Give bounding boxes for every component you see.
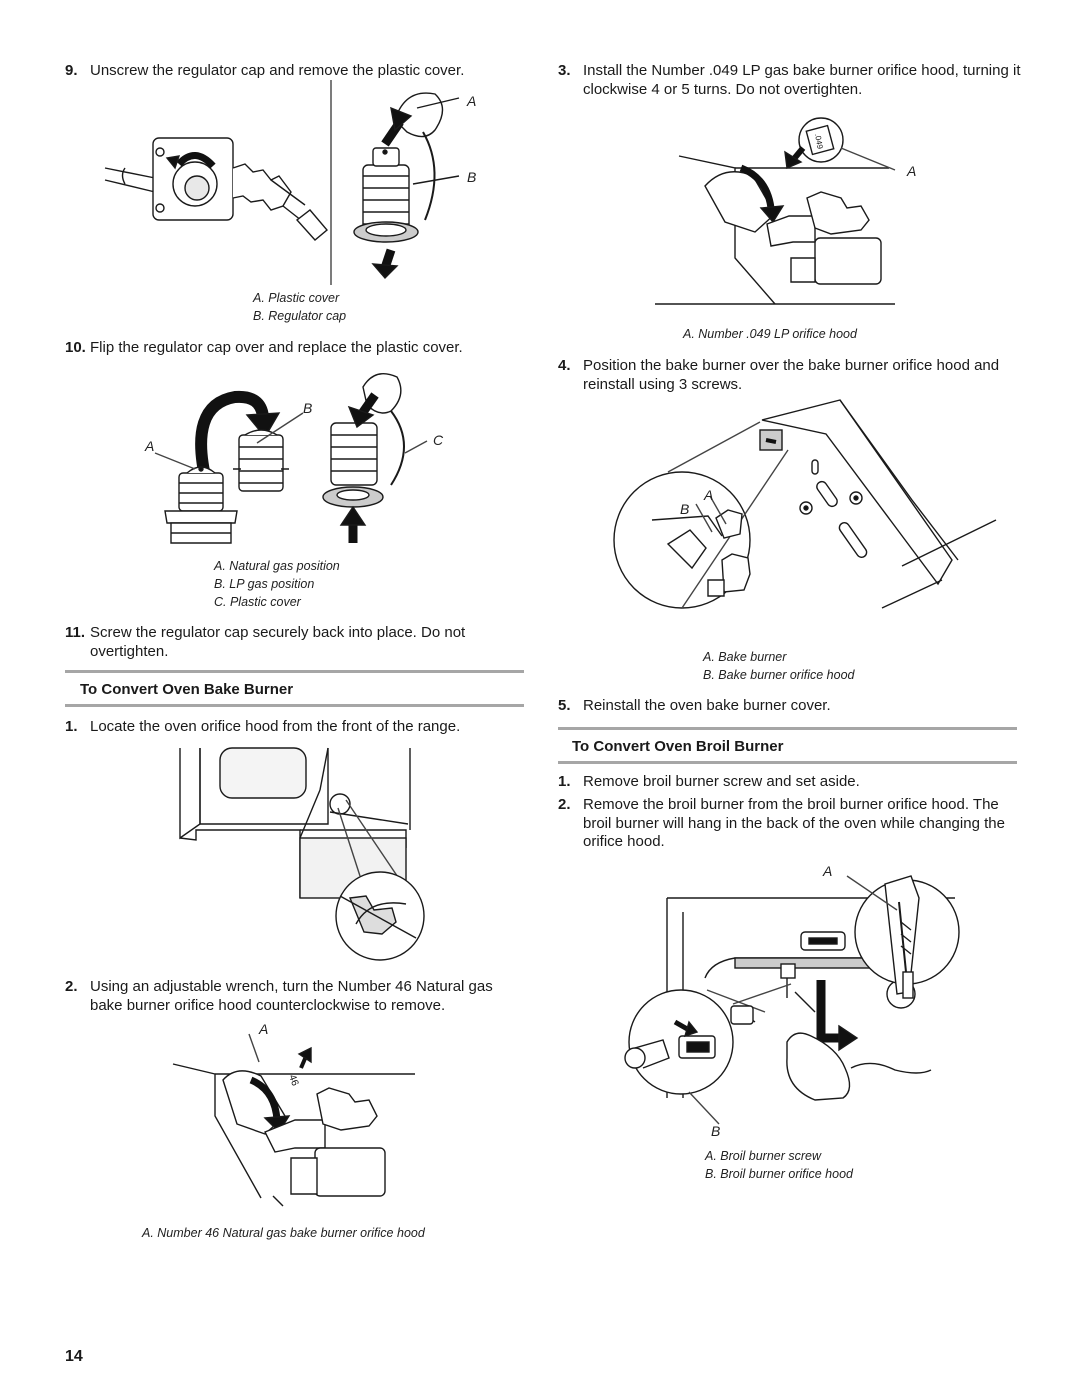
caption-line: A. Plastic cover [253,291,340,305]
step-number: 1. [65,718,78,735]
figure-caption: A. Natural gas position B. LP gas positi… [214,557,340,611]
bake-step-1: 1. Locate the oven orifice hood from the… [65,718,525,737]
step-9: 9. Unscrew the regulator cap and remove … [65,62,525,81]
section-rule-bottom [558,761,1017,764]
bake-step-4: 4. Position the bake burner over the bak… [558,357,1023,394]
bake-step-3: 3. Install the Number .049 LP gas bake b… [558,62,1023,99]
figure-caption: A. Bake burner B. Bake burner orifice ho… [703,648,854,684]
figure-range-front [179,747,425,961]
caption-line: A. Broil burner screw [705,1149,822,1163]
step-text: Remove the broil burner from the broil b… [583,796,1005,850]
figure-install-049-orifice-hood: .049 A [655,117,916,305]
callout-b: B [680,501,689,517]
step-text: Flip the regulator cap over and replace … [90,339,463,356]
page-number: 14 [65,1348,83,1365]
step-text: Locate the oven orifice hood from the fr… [90,718,461,735]
callout-b: B [303,400,312,416]
callout-a: A [703,487,713,503]
caption-line: B. Regulator cap [253,309,347,323]
callout-c: C [433,432,444,448]
section-rule-bottom [65,704,524,707]
callout-a: A [258,1021,268,1037]
section-heading: To Convert Oven Bake Burner [80,681,294,698]
step-number: 11. [65,624,86,641]
step-text: Using an adjustable wrench, turn the Num… [90,978,493,1014]
caption-line: A. Number .049 LP orifice hood [683,327,857,341]
callout-a: A [466,93,476,109]
figure-remove-46-orifice-hood: 46 A [172,1021,415,1207]
broil-step-1: 1. Remove broil burner screw and set asi… [558,773,1023,792]
step-number: 5. [558,697,571,714]
step-text: Screw the regulator cap securely back in… [90,624,466,660]
callout-a: A [906,163,916,179]
step-number: 3. [558,62,571,79]
step-number: 9. [65,62,78,79]
step-text: Install the Number .049 LP gas bake burn… [583,62,1021,98]
figure-caption: A. Number .049 LP orifice hood [683,325,857,343]
bake-step-2: 2. Using an adjustable wrench, turn the … [65,978,525,1015]
figure-caption: A. Plastic cover B. Regulator cap [253,289,346,325]
caption-line: B. Bake burner orifice hood [703,668,855,682]
section-heading: To Convert Oven Broil Burner [572,738,784,755]
figure-bake-burner-position: A B [613,399,997,609]
callout-a: A [144,438,154,454]
orifice-marking: 46 [286,1073,300,1088]
figure-caption: A. Broil burner screw B. Broil burner or… [705,1147,853,1183]
callout-b: B [711,1123,720,1139]
figure-caption: A. Number 46 Natural gas bake burner ori… [142,1224,425,1242]
figure-broil-burner: A B [624,863,960,1139]
caption-line: C. Plastic cover [214,595,301,609]
step-text: Remove broil burner screw and set aside. [583,773,860,790]
step-number: 10. [65,339,86,356]
callout-b: B [467,169,476,185]
step-number: 1. [558,773,571,790]
section-rule-top [558,727,1017,730]
step-text: Unscrew the regulator cap and remove the… [90,62,465,79]
step-text: Position the bake burner over the bake b… [583,357,1000,393]
step-number: 2. [558,796,571,813]
step-11: 11. Screw the regulator cap securely bac… [65,624,525,661]
orifice-marking: .049 [813,133,825,150]
caption-line: A. Bake burner [703,650,787,664]
figure-regulator-cap-removal: A B [104,80,476,285]
caption-line: A. Natural gas position [214,559,340,573]
broil-step-2: 2. Remove the broil burner from the broi… [558,796,1023,852]
figure-regulator-cap-flip: B A C [144,373,444,544]
step-number: 4. [558,357,571,374]
step-10: 10. Flip the regulator cap over and repl… [65,339,525,358]
caption-line: B. LP gas position [214,577,315,591]
step-number: 2. [65,978,78,995]
section-rule-top [65,670,524,673]
callout-a: A [822,863,832,879]
bake-step-5: 5. Reinstall the oven bake burner cover. [558,697,1023,716]
caption-line: B. Broil burner orifice hood [705,1167,853,1181]
caption-line: A. Number 46 Natural gas bake burner ori… [142,1226,425,1240]
step-text: Reinstall the oven bake burner cover. [583,697,831,714]
